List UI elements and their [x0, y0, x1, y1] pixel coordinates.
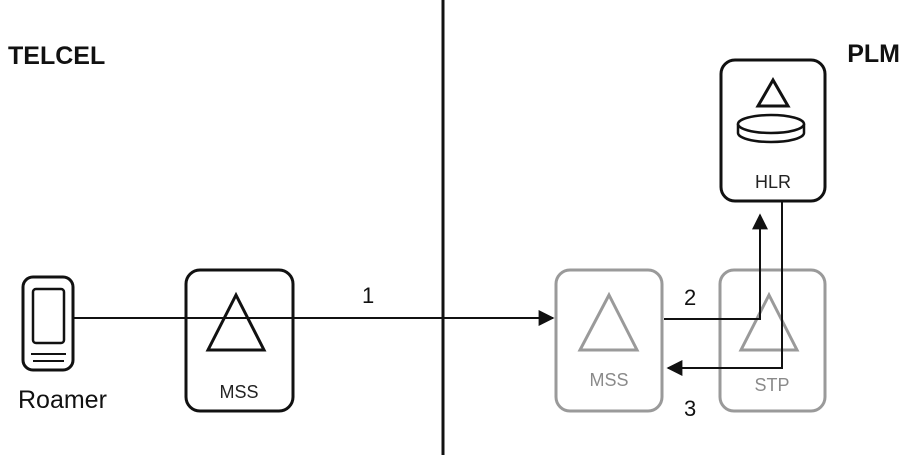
switch-triangle-icon [755, 76, 791, 108]
step-3-label: 3 [684, 396, 696, 421]
stp-label: STP [754, 375, 789, 395]
step-1-label: 1 [362, 283, 374, 308]
hlr-label: HLR [755, 172, 791, 192]
telcel-label: TELCEL [8, 42, 105, 70]
mss-home-label: MSS [589, 370, 628, 390]
switch-triangle-icon [577, 291, 640, 352]
plm-label: PLM [847, 40, 900, 68]
database-icon [736, 113, 806, 144]
step-3-arrow [666, 201, 783, 376]
hlr-node: HLR [719, 58, 827, 203]
step-2-label: 2 [684, 285, 696, 310]
phone-icon [21, 275, 75, 372]
stp-node: STP [718, 268, 827, 413]
mss-visited-label: MSS [219, 382, 258, 402]
mss-home-node: MSS [554, 268, 664, 413]
roamer-label: Roamer [18, 386, 107, 414]
step-2-arrow [664, 213, 768, 320]
mss-visited-node: MSS [184, 268, 295, 413]
switch-triangle-icon [205, 291, 267, 352]
